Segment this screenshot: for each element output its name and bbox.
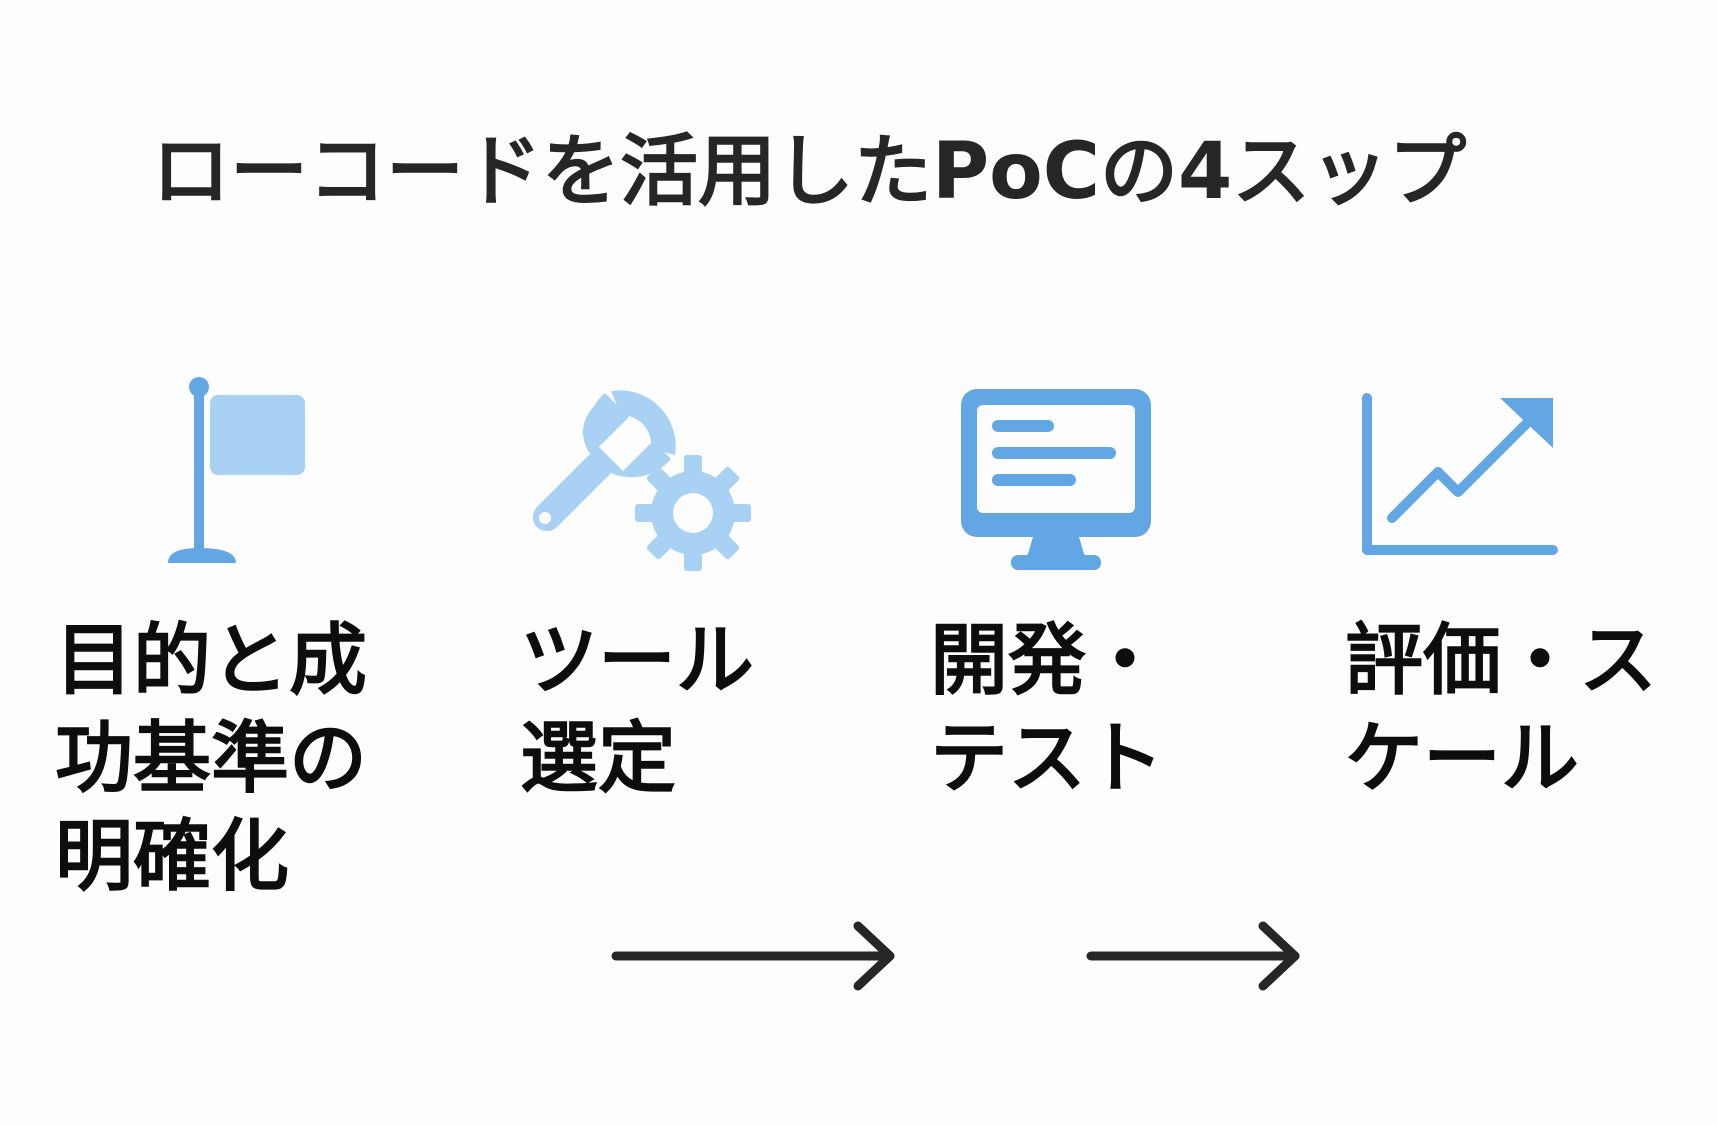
monitor-icon (961, 389, 1151, 570)
step-3-label: 開発・ テスト (930, 616, 1165, 804)
page-title: ローコードを活用したPoCの4スップ (152, 127, 1467, 217)
arrow-right-icon (1086, 921, 1300, 991)
arrow-right-icon (611, 921, 895, 991)
step-4-label: 評価・ス ケール (1345, 616, 1658, 804)
flag-icon (168, 377, 305, 563)
growth-chart-icon (1362, 393, 1558, 555)
step-2-label: ツール 選定 (520, 616, 755, 804)
wrench-gear-icon (532, 390, 751, 571)
step-1-label: 目的と成 功基準の 明確化 (55, 616, 368, 902)
